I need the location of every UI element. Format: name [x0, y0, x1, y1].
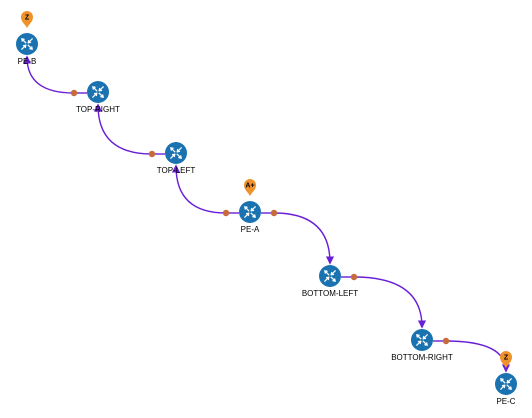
- link-endpoint-dot[interactable]: [70, 89, 78, 97]
- link-endpoint-dot[interactable]: [270, 209, 278, 217]
- router-icon: [239, 201, 261, 223]
- link-curve: [93, 103, 153, 155]
- link-curve: [445, 340, 511, 373]
- link-curve: [353, 276, 427, 329]
- link-pe-a-bottom-left[interactable]: [261, 209, 335, 265]
- node-label: TOP-LEFT: [157, 166, 196, 175]
- router-icon: [495, 373, 517, 395]
- router-icon: [411, 329, 433, 351]
- node-label: BOTTOM-LEFT: [302, 289, 358, 298]
- node-pe-a[interactable]: PE-A A+: [239, 179, 261, 234]
- link-pe-a-top-left[interactable]: [171, 164, 239, 217]
- node-bottom-left[interactable]: BOTTOM-LEFT: [302, 265, 358, 298]
- node-pe-b[interactable]: PE-B Z: [16, 11, 38, 66]
- node-top-right[interactable]: TOP-RIGHT: [76, 81, 120, 114]
- link-endpoint-dot[interactable]: [442, 337, 450, 345]
- nodes-layer: PE-B Z TOP-RIGHT TOP-LEFT PE-A A+ BOTTOM-LEFT B…: [16, 11, 517, 406]
- router-icon: [319, 265, 341, 287]
- link-endpoint-dot[interactable]: [350, 273, 358, 281]
- node-label: PE-C: [496, 397, 515, 406]
- pin-label: Z: [25, 15, 30, 22]
- link-top-left-top-right[interactable]: [93, 103, 165, 158]
- link-bottom-left-bottom-right[interactable]: [341, 273, 427, 329]
- node-label: TOP-RIGHT: [76, 105, 120, 114]
- router-icon: [87, 81, 109, 103]
- location-pin-icon: Z: [500, 351, 512, 368]
- pin-label: A+: [245, 183, 254, 190]
- link-endpoint-dot[interactable]: [148, 150, 156, 158]
- pin-label: Z: [504, 355, 509, 362]
- link-curve: [22, 55, 75, 94]
- link-curve: [171, 164, 227, 214]
- location-pin-icon: A+: [244, 179, 256, 196]
- router-icon: [165, 142, 187, 164]
- node-bottom-right[interactable]: BOTTOM-RIGHT: [391, 329, 453, 362]
- node-pe-c[interactable]: PE-C Z: [495, 351, 517, 406]
- router-icon: [16, 33, 38, 55]
- link-endpoint-dot[interactable]: [222, 209, 230, 217]
- location-pin-icon: Z: [21, 11, 33, 28]
- link-curve: [273, 212, 335, 265]
- node-label: BOTTOM-RIGHT: [391, 353, 453, 362]
- node-label: PE-B: [18, 57, 37, 66]
- node-label: PE-A: [241, 225, 260, 234]
- node-top-left[interactable]: TOP-LEFT: [157, 142, 196, 175]
- link-top-right-pe-b[interactable]: [22, 55, 87, 97]
